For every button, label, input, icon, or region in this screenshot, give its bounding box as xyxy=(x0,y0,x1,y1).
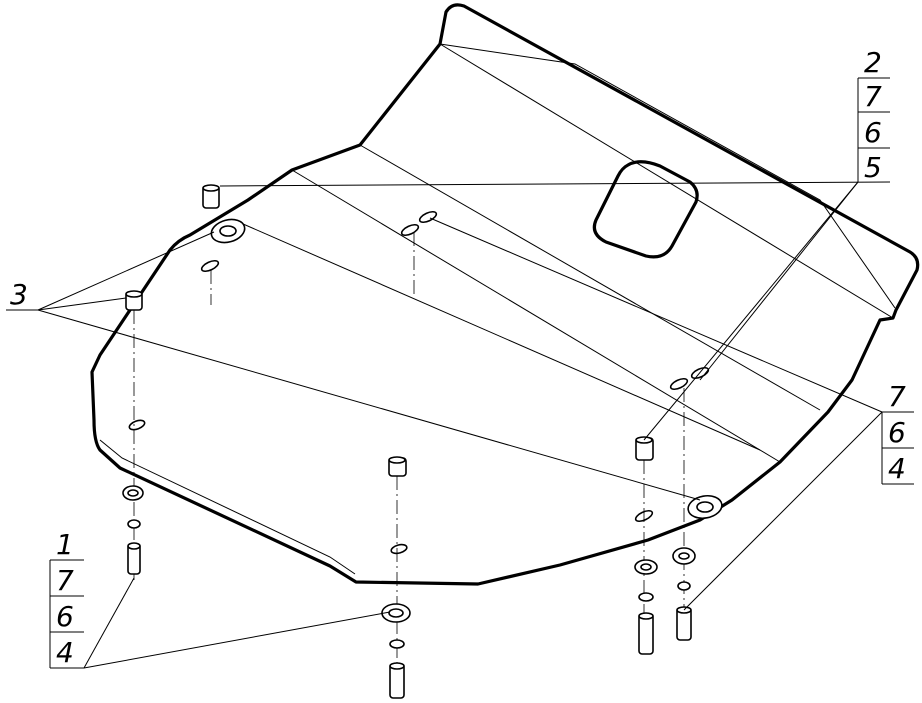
spacer-bushing xyxy=(635,436,654,461)
fastener-stack-right-b xyxy=(672,547,696,641)
slot-hole xyxy=(128,419,146,431)
slot-holes xyxy=(128,210,710,555)
fastener-stack-middle xyxy=(381,603,411,699)
callout-top-right: 2 7 6 5 xyxy=(219,46,891,441)
spacer-bushing xyxy=(202,184,220,209)
bend-line-1 xyxy=(359,144,821,411)
fastener-stack-right-a xyxy=(634,559,658,655)
callout-label: 3 xyxy=(10,278,28,311)
callout-label: 6 xyxy=(888,416,906,449)
spacer-bushing xyxy=(388,456,407,477)
bend-line-3 xyxy=(439,43,894,319)
skid-plate-rear-flange xyxy=(439,43,896,309)
callout-label: 4 xyxy=(56,636,74,669)
callout-label: 7 xyxy=(864,80,882,113)
callout-label: 7 xyxy=(888,380,906,413)
slot-hole xyxy=(418,210,438,224)
callout-label: 6 xyxy=(56,600,74,633)
slot-hole xyxy=(400,223,420,237)
callout-label: 5 xyxy=(864,151,882,184)
callout-bottom-left: 1 7 6 4 xyxy=(49,528,391,669)
fastener-stack-left xyxy=(122,485,144,575)
skid-plate-flange xyxy=(99,439,356,575)
plate-nut xyxy=(210,218,246,244)
callout-left: 3 xyxy=(6,231,701,501)
access-hole xyxy=(592,160,699,259)
slot-hole xyxy=(200,259,220,273)
bend-line-4 xyxy=(233,219,761,451)
slot-hole xyxy=(390,543,408,555)
callout-label: 7 xyxy=(56,564,74,597)
callout-label: 2 xyxy=(864,46,882,79)
callout-label: 6 xyxy=(864,116,882,149)
callout-label: 4 xyxy=(888,452,906,485)
spacer-bushing xyxy=(125,290,143,311)
plate-nut xyxy=(687,494,723,520)
skid-plate-outline xyxy=(90,3,920,586)
bend-line-2 xyxy=(291,169,781,463)
callout-right: 7 6 4 xyxy=(429,217,914,611)
slot-hole xyxy=(669,377,689,391)
callout-label: 1 xyxy=(56,528,74,561)
